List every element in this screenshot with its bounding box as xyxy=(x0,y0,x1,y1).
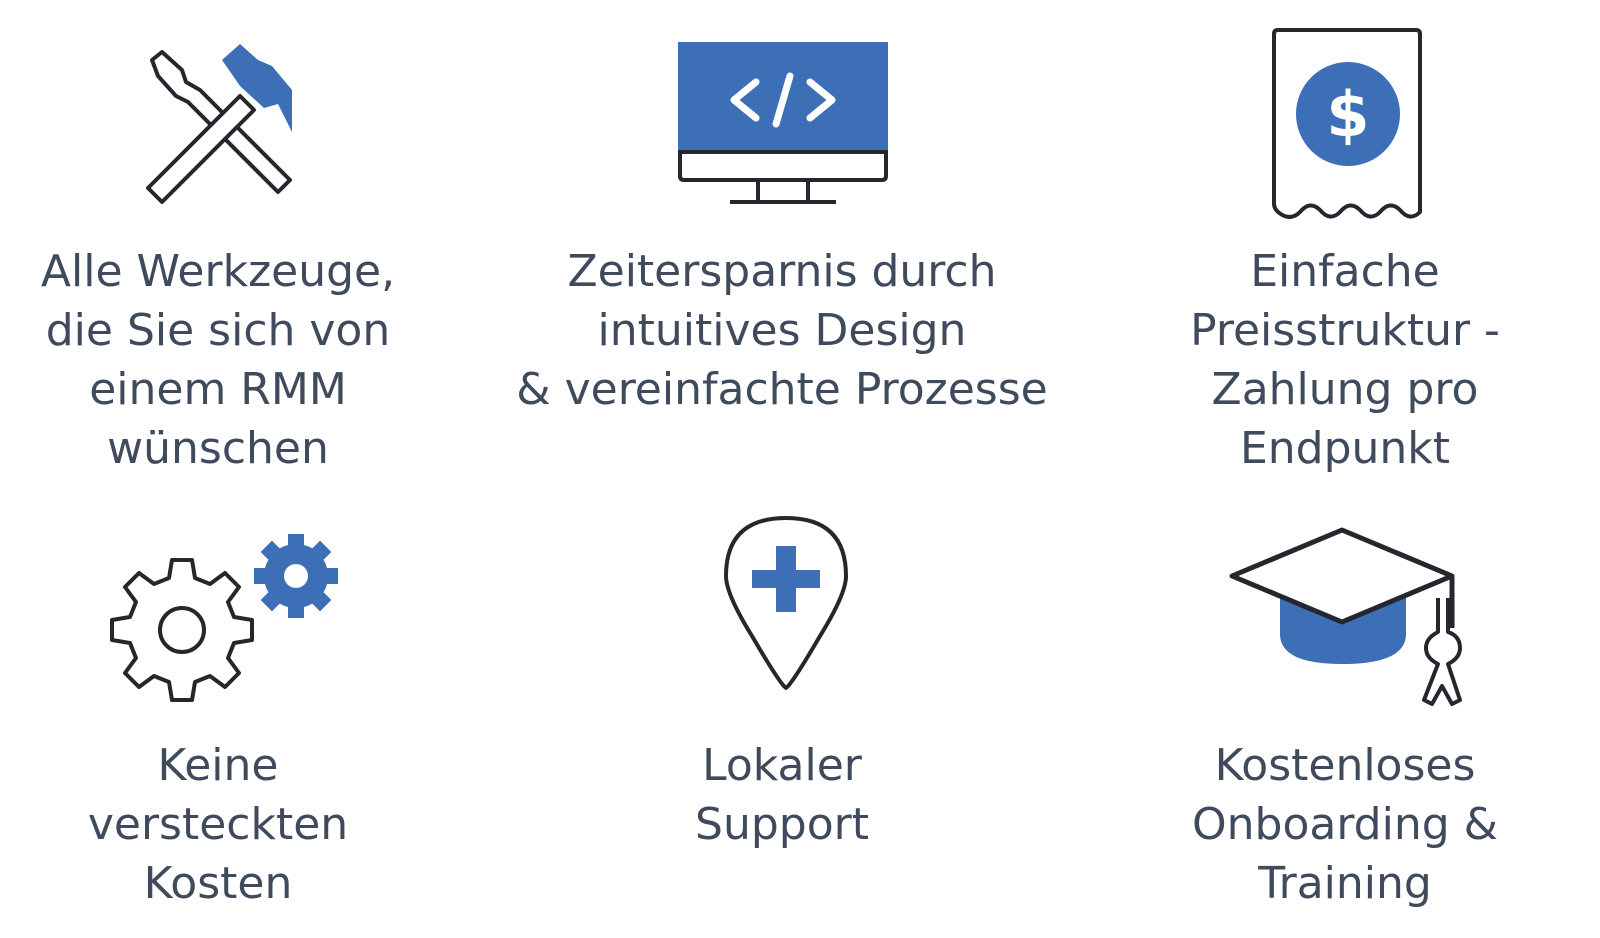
feature-line: Onboarding & xyxy=(1192,799,1498,850)
feature-line: intuitives Design xyxy=(597,305,967,356)
feature-text-support: Lokaler Support xyxy=(482,736,1082,854)
feature-line: & vereinfachte Prozesse xyxy=(516,364,1048,415)
feature-line: Kosten xyxy=(143,858,293,909)
code-monitor-icon xyxy=(678,42,888,204)
dollar-receipt-icon: $ xyxy=(1272,28,1422,219)
feature-line: Keine xyxy=(157,740,279,791)
feature-line: Zeitersparnis durch xyxy=(567,246,997,297)
feature-line: Einfache xyxy=(1250,246,1440,297)
location-plus-icon xyxy=(724,516,848,690)
feature-line: die Sie sich von xyxy=(45,305,391,356)
feature-text-pricing: Einfache Preisstruktur - Zahlung pro End… xyxy=(1045,242,1600,478)
gears-icon xyxy=(110,534,338,702)
feature-line: Alle Werkzeuge, xyxy=(40,246,396,297)
feature-text-training: Kostenloses Onboarding & Training xyxy=(1045,736,1600,913)
feature-line: Preisstruktur - xyxy=(1190,305,1500,356)
feature-line: Support xyxy=(695,799,869,850)
feature-line: Training xyxy=(1258,858,1432,909)
tools-icon xyxy=(146,44,292,204)
feature-line: Endpunkt xyxy=(1239,423,1451,474)
feature-text-design: Zeitersparnis durch intuitives Design & … xyxy=(482,242,1082,419)
feature-line: Kostenloses xyxy=(1214,740,1476,791)
graduation-cap-icon xyxy=(1229,527,1462,706)
feature-line: versteckten xyxy=(87,799,349,850)
svg-text:$: $ xyxy=(1326,78,1369,151)
feature-line: wünschen xyxy=(107,423,329,474)
feature-line: einem RMM xyxy=(89,364,347,415)
feature-line: Lokaler xyxy=(702,740,862,791)
feature-text-tools: Alle Werkzeuge, die Sie sich von einem R… xyxy=(0,242,518,478)
feature-text-costs: Keine versteckten Kosten xyxy=(0,736,518,913)
feature-line: Zahlung pro xyxy=(1211,364,1479,415)
